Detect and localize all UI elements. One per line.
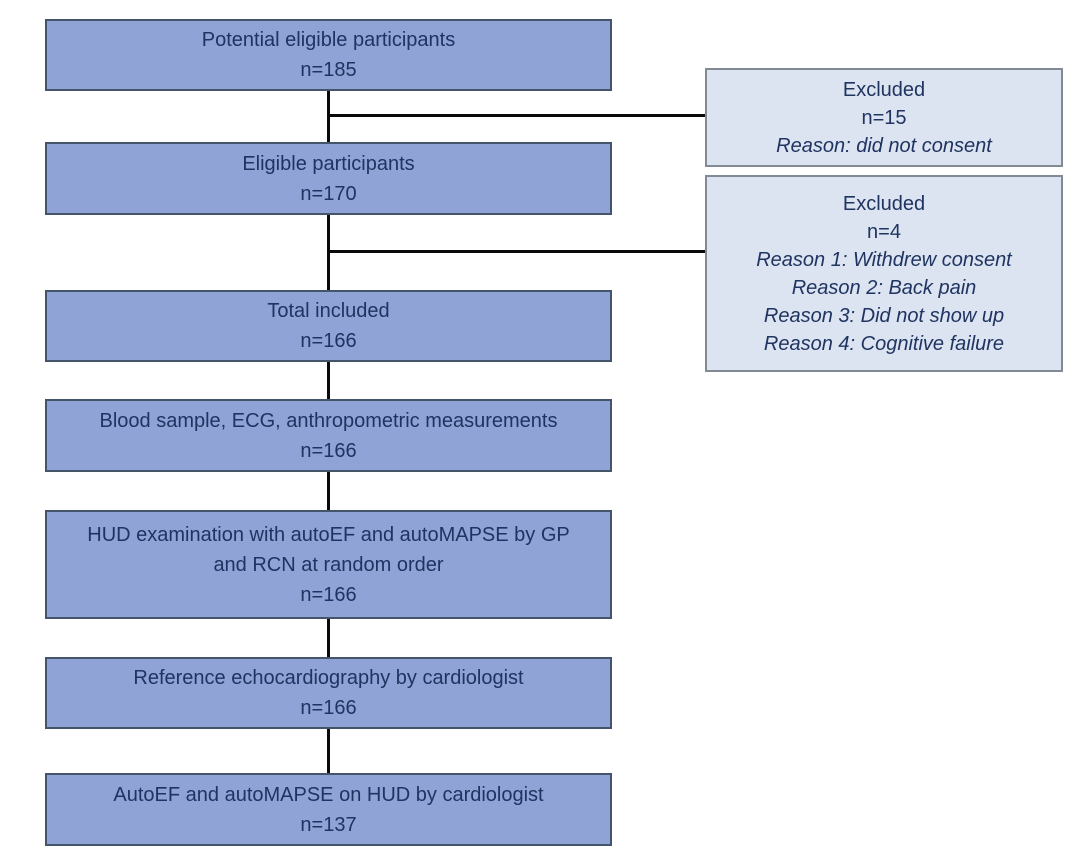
box-count: n=166 bbox=[300, 583, 357, 606]
box-count: n=166 bbox=[300, 697, 357, 719]
excluded-reason-1: Reason 1: Withdrew consent bbox=[756, 248, 1012, 271]
excluded-title: Excluded bbox=[842, 78, 926, 101]
box-title: Potential eligible participants bbox=[201, 29, 456, 51]
excluded-count: n=4 bbox=[867, 220, 901, 243]
connector-vertical-3 bbox=[327, 362, 330, 399]
connector-vertical-4 bbox=[327, 472, 330, 510]
box-title: Reference echocardiography by cardiologi… bbox=[133, 667, 524, 689]
box-title: AutoEF and autoMAPSE on HUD by cardiolog… bbox=[113, 783, 544, 806]
flow-box-reference-echocardiography: Reference echocardiography by cardiologi… bbox=[45, 657, 612, 729]
box-title-line-1: HUD examination with autoEF and autoMAPS… bbox=[87, 523, 570, 546]
flow-box-potential-eligible-participants: Potential eligible participants n=185 bbox=[45, 19, 612, 91]
connector-vertical-6 bbox=[327, 729, 330, 773]
box-title-line-2: and RCN at random order bbox=[213, 553, 444, 576]
excluded-reason-4: Reason 4: Cognitive failure bbox=[763, 332, 1005, 355]
box-title: Blood sample, ECG, anthropometric measur… bbox=[99, 409, 558, 432]
excluded-title: Excluded bbox=[842, 192, 926, 215]
flow-box-hud-examination: HUD examination with autoEF and autoMAPS… bbox=[45, 510, 612, 619]
excluded-reason-3: Reason 3: Did not show up bbox=[763, 304, 1005, 327]
excluded-box-four-reasons: Excluded n=4 Reason 1: Withdrew consent … bbox=[705, 175, 1063, 372]
box-count: n=166 bbox=[300, 330, 357, 352]
connector-branch-to-excluded-2 bbox=[327, 250, 705, 253]
excluded-box-did-not-consent: Excluded n=15 Reason: did not consent bbox=[705, 68, 1063, 167]
excluded-reason: Reason: did not consent bbox=[776, 134, 992, 157]
excluded-count: n=15 bbox=[861, 106, 907, 129]
flow-box-blood-sample-ecg: Blood sample, ECG, anthropometric measur… bbox=[45, 399, 612, 472]
connector-vertical-5 bbox=[327, 619, 330, 657]
flow-box-autoef-automapse-hud: AutoEF and autoMAPSE on HUD by cardiolog… bbox=[45, 773, 612, 846]
excluded-reason-2: Reason 2: Back pain bbox=[791, 276, 977, 299]
box-count: n=185 bbox=[300, 59, 357, 81]
box-title: Eligible participants bbox=[242, 152, 415, 175]
flow-box-total-included: Total included n=166 bbox=[45, 290, 612, 362]
box-count: n=166 bbox=[300, 439, 357, 462]
box-title: Total included bbox=[267, 300, 390, 322]
box-count: n=170 bbox=[300, 182, 357, 205]
box-count: n=137 bbox=[300, 813, 357, 836]
connector-branch-to-excluded-1 bbox=[327, 114, 705, 117]
flow-box-eligible-participants: Eligible participants n=170 bbox=[45, 142, 612, 215]
